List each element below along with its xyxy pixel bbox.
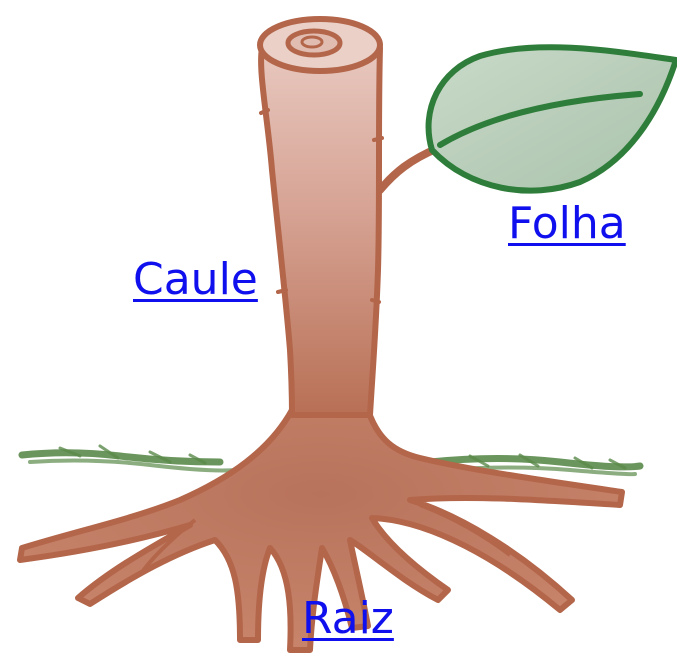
- stem-label-link[interactable]: Caule: [133, 258, 258, 302]
- leaf: [429, 47, 676, 190]
- leaf-label-link[interactable]: Folha: [508, 202, 626, 246]
- stem: [260, 19, 382, 415]
- root-label-link[interactable]: Raiz: [302, 597, 394, 641]
- leaf-petiole: [380, 148, 438, 190]
